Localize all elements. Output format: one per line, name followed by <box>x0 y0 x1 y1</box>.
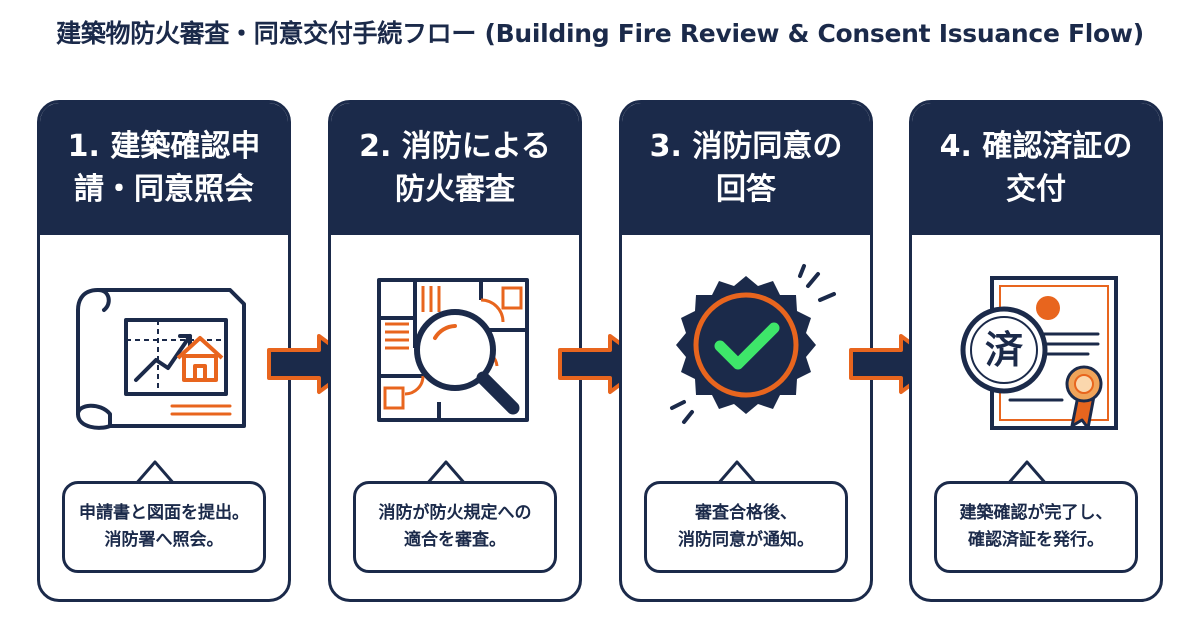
step-card-2: 2. 消防による 防火審査 消防が防火規定への 適合を審査 <box>328 100 582 602</box>
step-heading-2: 2. 消防による 防火審査 <box>331 103 579 235</box>
step-description-3: 審査合格後、 消防同意が通知。 <box>644 481 848 573</box>
checkmark-seal-icon <box>670 264 836 424</box>
certificate-icon: 済 <box>960 276 1118 430</box>
step-card-1: 1. 建築確認申 請・同意照会 申請書と図面を提出。 消 <box>37 100 291 602</box>
diagram-title: 建築物防火審査・同意交付手続フロー (Building Fire Review … <box>56 19 1144 48</box>
step-heading-1: 1. 建築確認申 請・同意照会 <box>40 103 288 235</box>
step-description-1: 申請書と図面を提出。 消防署へ照会。 <box>62 481 266 573</box>
floorplan-magnifier-icon <box>377 278 529 422</box>
step-card-4: 4. 確認済証の 交付 済 建築確認が完了し、 確認済証を発行。 <box>909 100 1163 602</box>
step-description-4: 建築確認が完了し、 確認済証を発行。 <box>934 481 1138 573</box>
stamp-text: 済 <box>985 328 1024 372</box>
blueprint-house-icon <box>76 288 246 430</box>
step-heading-3: 3. 消防同意の 回答 <box>622 103 870 235</box>
step-description-2: 消防が防火規定への 適合を審査。 <box>353 481 557 573</box>
step-card-3: 3. 消防同意の 回答 審査合格後、 消防同意が通知。 <box>619 100 873 602</box>
step-heading-4: 4. 確認済証の 交付 <box>912 103 1160 235</box>
